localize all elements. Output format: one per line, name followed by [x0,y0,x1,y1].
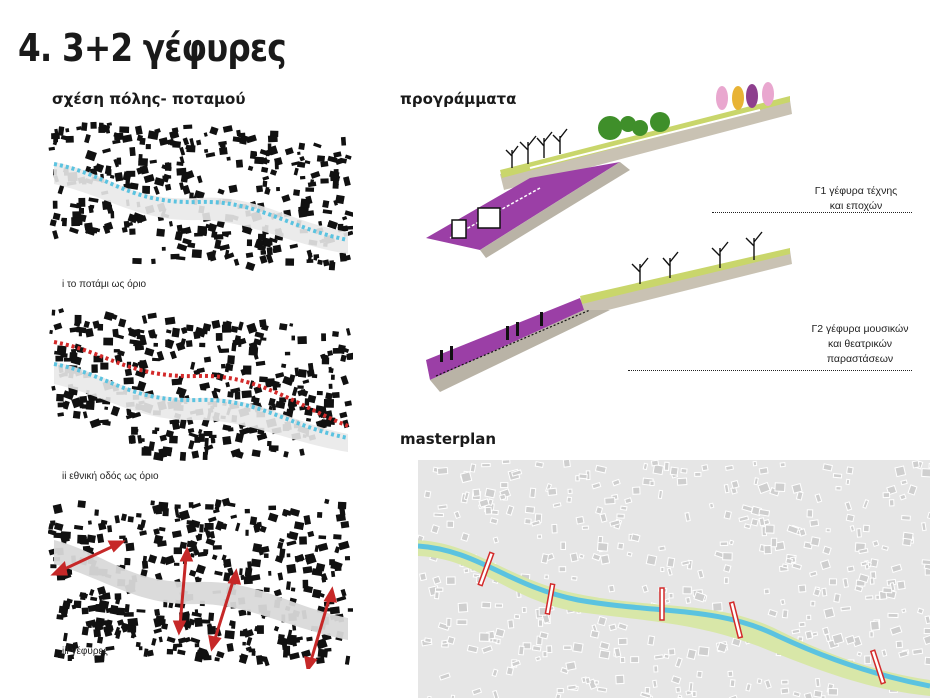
diagram-river-as-boundary [48,112,353,272]
leader-line-bridge-1 [712,212,912,213]
caption-bridges: iii γέφυρες [62,646,108,657]
page-title: 4. 3+2 γέφυρες [18,26,287,70]
diagram-bridges [48,494,353,669]
caption-river-boundary: i το ποτάμι ως όριο [62,279,147,290]
diagram-highway-as-boundary [48,302,353,462]
caption-highway-boundary: ii εθνική οδός ως όριο [62,471,159,482]
note-bridge-2-line3: παραστάσεων [826,353,894,365]
note-bridge-2: Γ2 γέφυρα μουσικών και θεατρικών παραστά… [800,322,920,367]
axonometric-bridge-2 [420,230,810,400]
section-heading-programs: προγράμματα [400,90,517,108]
leader-line-bridge-2 [628,370,912,371]
note-bridge-1-line1: Γ1 γέφυρα τέχνης [814,185,898,197]
masterplan-map [418,460,930,698]
section-heading-city-river: σχέση πόλης- ποταμού [52,90,246,108]
axonometric-bridge-1 [420,78,810,263]
note-bridge-2-line1: Γ2 γέφυρα μουσικών [811,323,909,335]
note-bridge-1-line2: και εποχών [829,200,883,212]
note-bridge-2-line2: και θεατρικών [827,338,893,350]
section-heading-masterplan: masterplan [400,430,497,448]
note-bridge-1: Γ1 γέφυρα τέχνης και εποχών [796,184,916,214]
